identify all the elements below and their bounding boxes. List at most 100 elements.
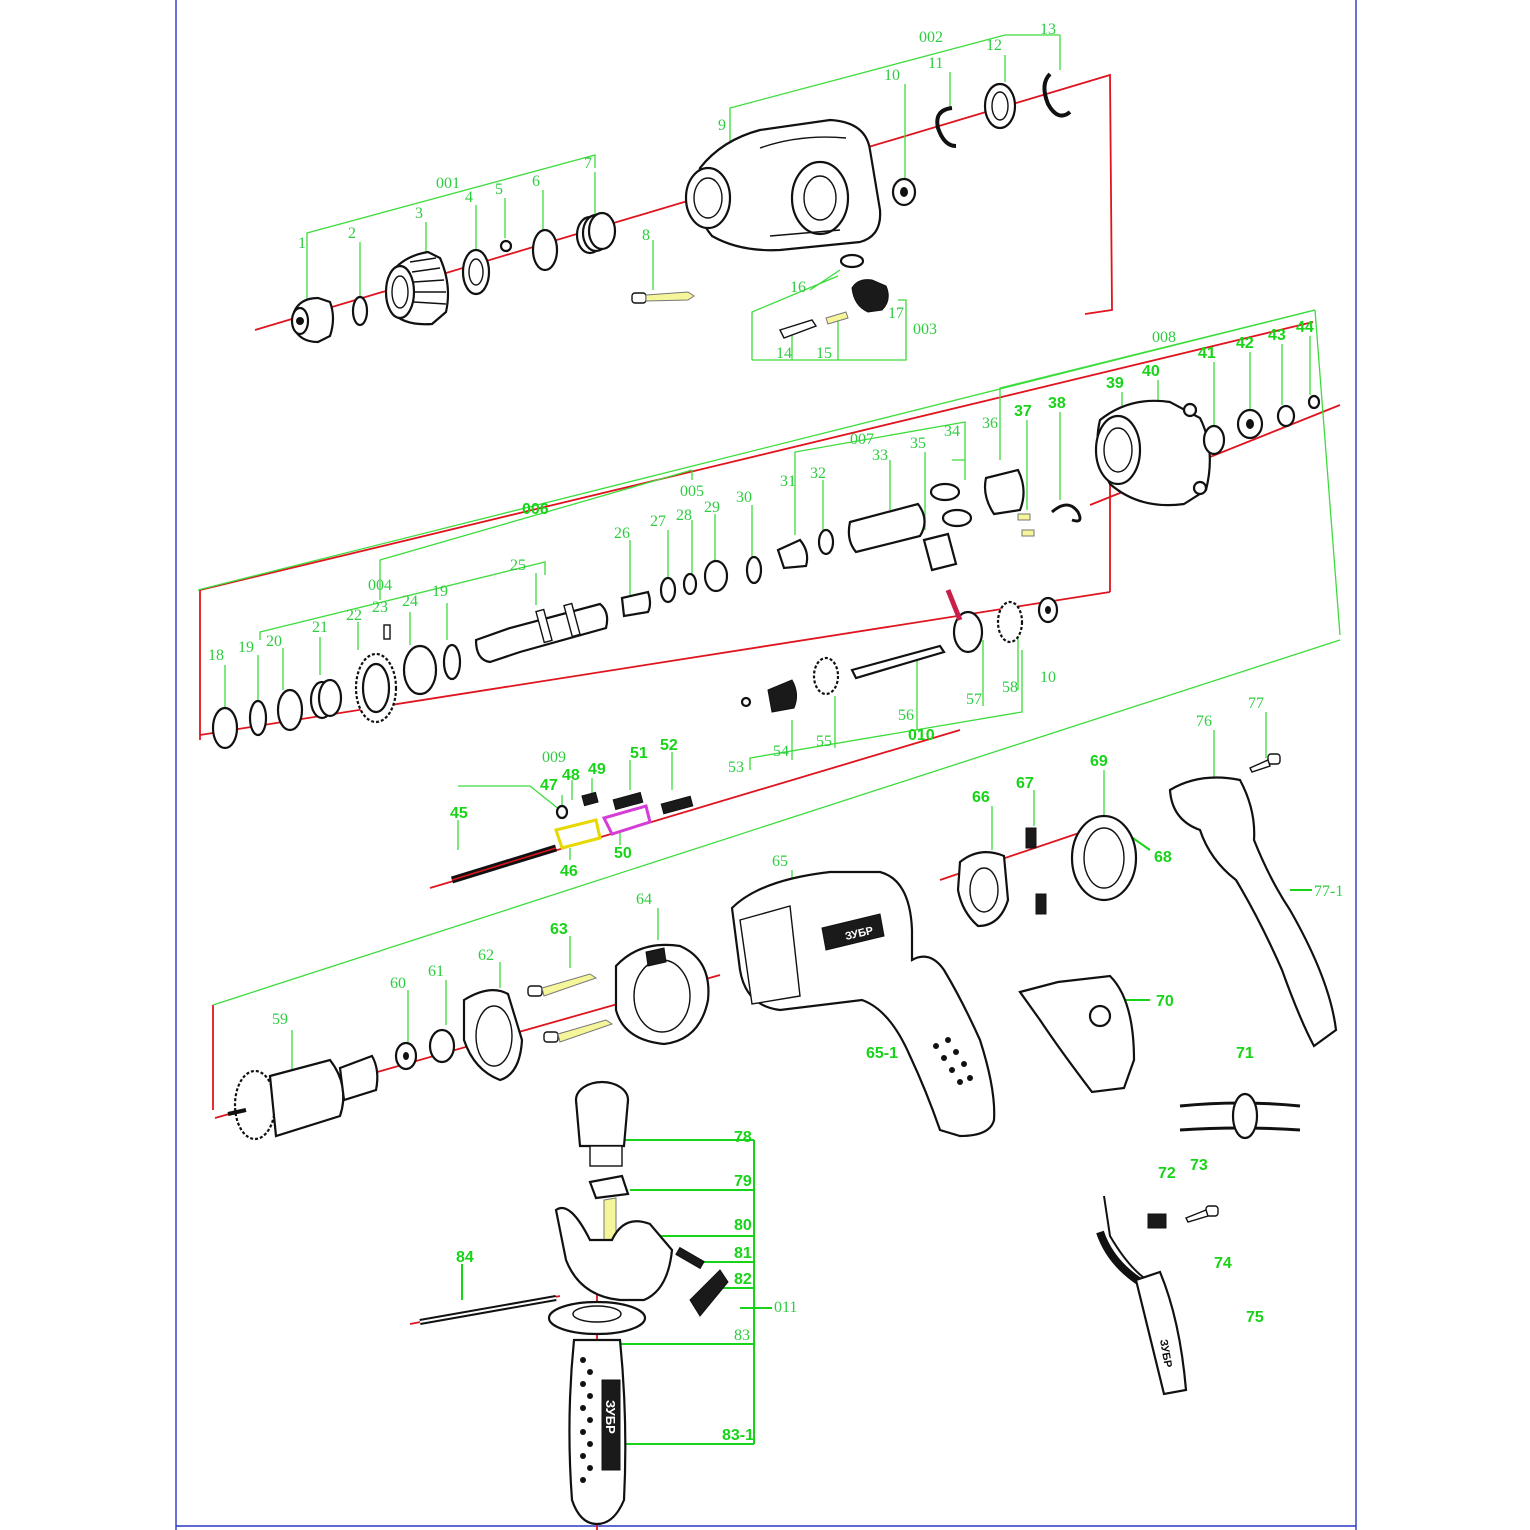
- part-9-gear-housing: [684, 118, 882, 252]
- label-part-82: 82: [734, 1271, 752, 1288]
- part-37-pins: [1017, 513, 1035, 537]
- label-part-74: 74: [1214, 1255, 1232, 1272]
- part-35-piston: [922, 532, 958, 572]
- label-part-15: 15: [816, 345, 832, 362]
- label-part-58: 58: [1002, 679, 1018, 696]
- label-part-45: 45: [450, 805, 468, 822]
- part-1-nose-cap: [290, 296, 335, 344]
- label-part-18: 18: [208, 647, 224, 664]
- part-61-bearing: [428, 1028, 456, 1064]
- label-part-17: 17: [888, 305, 904, 322]
- group-010-bracket: [749, 650, 1023, 770]
- label-part-10: 10: [884, 67, 900, 84]
- label-part-47: 47: [540, 777, 558, 794]
- label-part-83: 83: [734, 1327, 750, 1344]
- part-73-screw: [1185, 1205, 1219, 1223]
- part-78-band: [574, 1080, 630, 1167]
- part-14-pin: [779, 319, 818, 339]
- part-11-circlip: [935, 106, 957, 148]
- label-part-75: 75: [1246, 1309, 1264, 1326]
- group-008-bracket: [999, 309, 1316, 460]
- label-part-66: 66: [972, 789, 990, 806]
- label-part-28: 28: [676, 507, 692, 524]
- part-57-wobble-bearing: [945, 589, 984, 654]
- label-part-48: 48: [562, 767, 580, 784]
- part-54-clutch: [767, 679, 798, 713]
- labels: 001 002 003 004 005 006 007 008 009 010 …: [208, 21, 1343, 1444]
- label-part-70: 70: [1156, 993, 1174, 1010]
- part-7-spring: [575, 211, 617, 255]
- section-mode-switch: [429, 729, 961, 889]
- label-part-14: 14: [776, 345, 792, 362]
- label-part-16: 16: [790, 279, 806, 296]
- label-part-65-1: 65-1: [866, 1045, 898, 1062]
- label-group-008: 008: [1152, 329, 1176, 346]
- part-56-shaft: [850, 644, 946, 680]
- label-part-6: 6: [532, 173, 540, 190]
- label-part-56: 56: [898, 707, 914, 724]
- label-part-51: 51: [630, 745, 648, 762]
- label-part-4: 4: [465, 189, 473, 206]
- label-group-004: 004: [368, 577, 392, 594]
- part-50-magenta-slider: [601, 804, 652, 836]
- part-75-cord-sleeve: ЗУБР: [1134, 1270, 1188, 1396]
- part-20-ring: [276, 688, 304, 732]
- label-part-41: 41: [1198, 345, 1216, 362]
- label-part-1: 1: [298, 235, 306, 252]
- label-part-10b: 10: [1040, 669, 1056, 686]
- part-30-circlip: [745, 555, 763, 585]
- label-part-60: 60: [390, 975, 406, 992]
- label-part-76: 76: [1196, 713, 1212, 730]
- part-16-o-ring: [839, 253, 865, 269]
- part-53-clip: [740, 696, 752, 708]
- label-group-002: 002: [919, 29, 943, 46]
- part-32-o-ring: [817, 528, 835, 556]
- label-part-81: 81: [734, 1245, 752, 1262]
- section-motor-housing: ЗУБР: [212, 639, 1341, 1396]
- part-10-bushing: [891, 177, 917, 207]
- part-25-spindle: [474, 602, 609, 664]
- label-part-67: 67: [1016, 775, 1034, 792]
- label-part-23: 23: [372, 599, 388, 616]
- label-part-71: 71: [1236, 1045, 1254, 1062]
- part-63-screws: [527, 973, 614, 1043]
- part-19-ring: [248, 699, 268, 737]
- part-3-sleeve: [384, 250, 450, 326]
- part-71-wire-leads: [1179, 1092, 1301, 1140]
- label-part-72: 72: [1158, 1165, 1176, 1182]
- label-part-62: 62: [478, 947, 494, 964]
- part-31-piston-guide: [776, 538, 809, 570]
- label-part-30: 30: [736, 489, 752, 506]
- part-43-washer: [1276, 404, 1296, 428]
- label-part-11: 11: [928, 55, 943, 72]
- part-34-o-rings: [929, 482, 973, 528]
- part-44-cap: [1307, 394, 1321, 410]
- label-part-83-1: 83-1: [722, 1427, 754, 1444]
- label-part-84: 84: [456, 1249, 474, 1266]
- part-48-spring: [581, 791, 599, 807]
- label-part-19a: 19: [238, 639, 254, 656]
- label-part-50: 50: [614, 845, 632, 862]
- label-part-24: 24: [402, 593, 418, 610]
- label-part-31: 31: [780, 473, 796, 490]
- part-47-spacer: [555, 804, 569, 820]
- label-part-79: 79: [734, 1173, 752, 1190]
- section-spindle-assembly: [197, 309, 1341, 770]
- label-part-7: 7: [584, 155, 592, 172]
- label-part-9: 9: [718, 117, 726, 134]
- group-003-bracket: [751, 275, 839, 360]
- label-part-27: 27: [650, 513, 666, 530]
- part-77-screw: [1249, 753, 1281, 773]
- label-part-12: 12: [986, 37, 1002, 54]
- label-part-64: 64: [636, 891, 652, 908]
- label-part-3: 3: [415, 205, 423, 222]
- part-24-ring: [402, 644, 438, 696]
- label-group-011: 011: [774, 1299, 797, 1316]
- label-part-40: 40: [1142, 363, 1160, 380]
- part-12-bearing: [983, 82, 1017, 130]
- label-group-009: 009: [542, 749, 566, 766]
- label-part-29: 29: [704, 499, 720, 516]
- label-part-54: 54: [773, 743, 789, 760]
- label-part-5: 5: [495, 181, 503, 198]
- part-23-pin: [383, 624, 391, 640]
